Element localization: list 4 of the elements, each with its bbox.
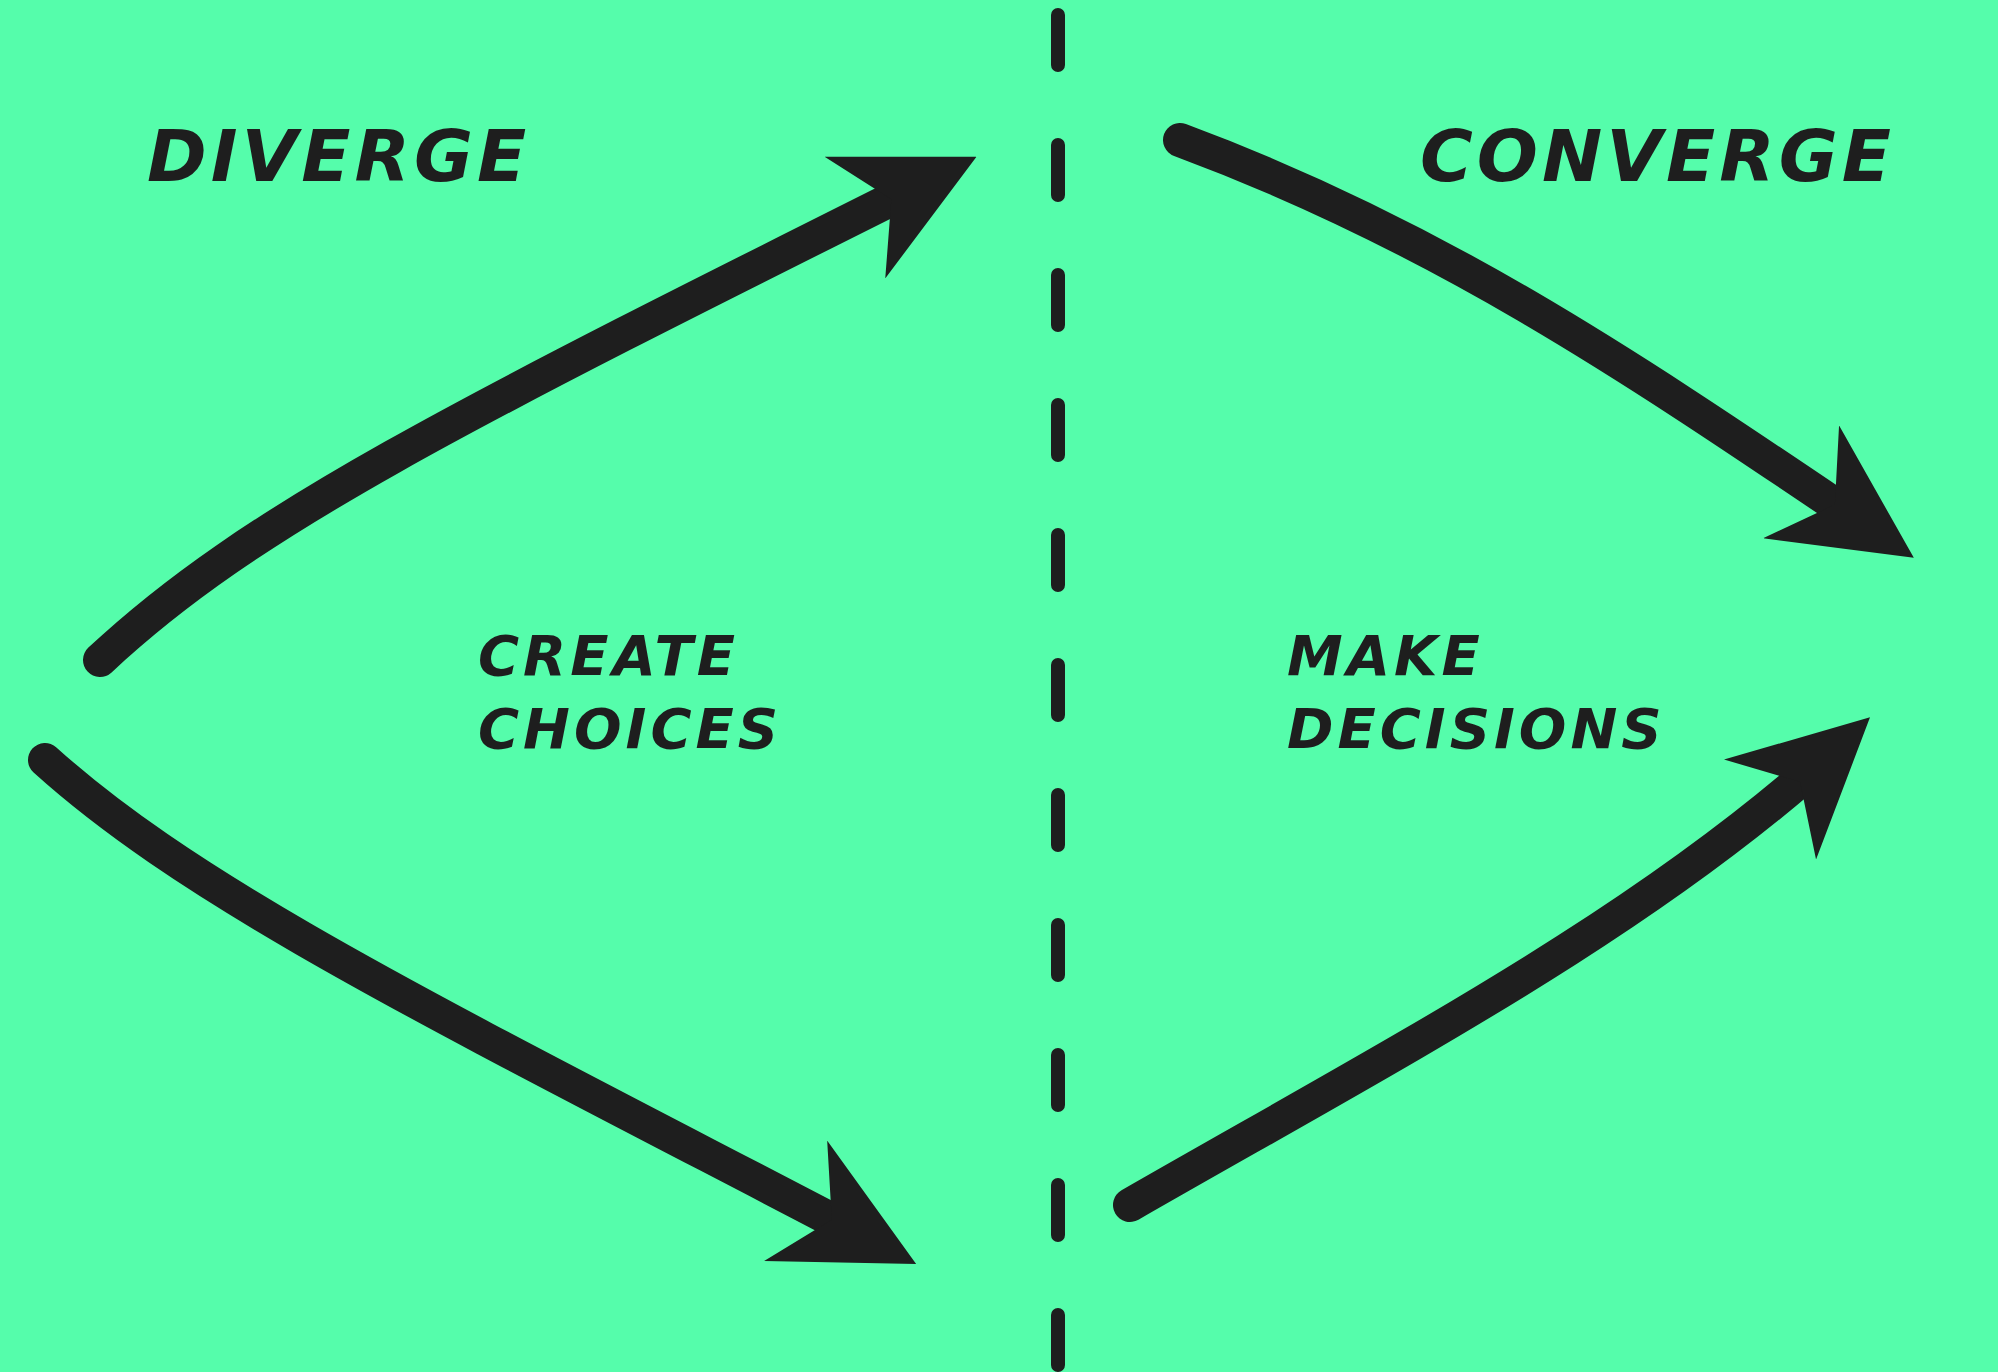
heading: DIVERGE (147, 113, 532, 200)
phase-label: CREATE CHOICES (478, 622, 784, 763)
heading: CONVERGE (1420, 113, 1896, 200)
phase-label: MAKE DECISIONS (1287, 622, 1667, 763)
